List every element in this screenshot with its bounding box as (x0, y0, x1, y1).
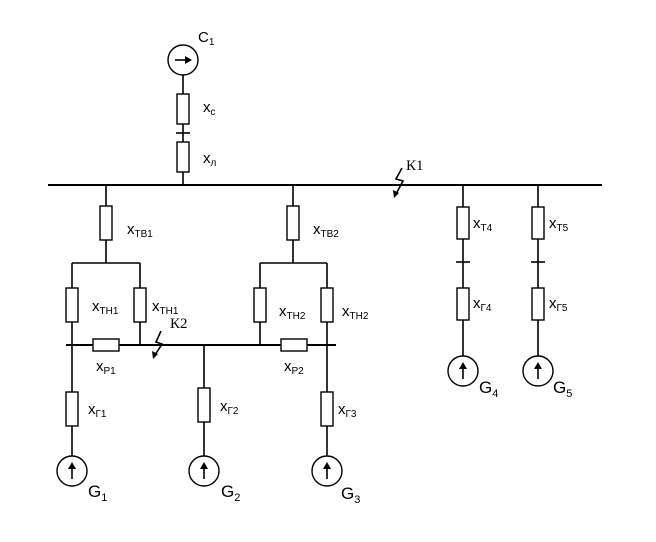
resistor-xc (176, 93, 190, 125)
label-xg2: xГ2 (220, 398, 239, 417)
fault-label-k2: К2 (170, 316, 188, 332)
resistor-xtn1-b (133, 287, 147, 323)
label-xtn1-b: xТН1 (152, 298, 179, 317)
arrow-up-icon (459, 362, 467, 369)
arrow-up-icon (534, 362, 542, 369)
arrow-up-icon (200, 462, 208, 469)
resistor-xg2 (197, 387, 211, 423)
generator-label-g1: G1 (88, 482, 107, 504)
fault-k1: К1 (393, 158, 424, 198)
generator-label-g2: G2 (221, 482, 240, 504)
arrow-up-icon (323, 462, 331, 469)
generator-label-g4: G4 (479, 378, 498, 400)
label-xtv1: xТВ1 (127, 221, 153, 240)
resistor-xt4 (456, 206, 470, 240)
label-xc: xc (203, 99, 216, 118)
label-xtn2-a: xТН2 (279, 303, 306, 322)
source-label: C1 (198, 29, 215, 48)
resistor-xtn2-a (253, 287, 267, 323)
label-xg4: xГ4 (473, 295, 492, 314)
resistor-xg4 (456, 287, 470, 321)
resistor-xg1 (65, 391, 79, 427)
label-xg5: xГ5 (549, 295, 568, 314)
resistor-xg3 (320, 391, 334, 427)
generator-label-g3: G3 (341, 484, 360, 506)
label-xg3: xГ3 (338, 401, 357, 420)
resistor-xtv1 (99, 205, 113, 241)
resistor-xtv2 (286, 205, 300, 241)
fault-label-k1: К1 (406, 158, 424, 174)
resistor-xtn1-a (65, 287, 79, 323)
fault-k2: К2 (152, 316, 188, 359)
resistor-xl (176, 141, 190, 173)
resistor-xt5 (531, 206, 545, 240)
generator-label-g5: G5 (553, 378, 572, 400)
label-xtn1-a: xТН1 (92, 298, 119, 317)
label-xp1: xР1 (96, 358, 116, 377)
label-xt5: xТ5 (549, 215, 569, 234)
system-source-c1: C1 (167, 29, 215, 94)
label-xp2: xР2 (284, 358, 304, 377)
label-xg1: xГ1 (88, 401, 107, 420)
label-xl: xл (203, 150, 217, 169)
resistor-xp1 (92, 338, 120, 352)
resistor-xtn2-b (320, 287, 334, 323)
arrow-right-icon (185, 56, 192, 64)
resistor-xp2 (280, 338, 308, 352)
label-xt4: xТ4 (473, 215, 493, 234)
arrow-up-icon (68, 462, 76, 469)
resistor-xg5 (531, 287, 545, 321)
label-xtv2: xТВ2 (313, 221, 339, 240)
label-xtn2-b: xТН2 (342, 303, 369, 322)
